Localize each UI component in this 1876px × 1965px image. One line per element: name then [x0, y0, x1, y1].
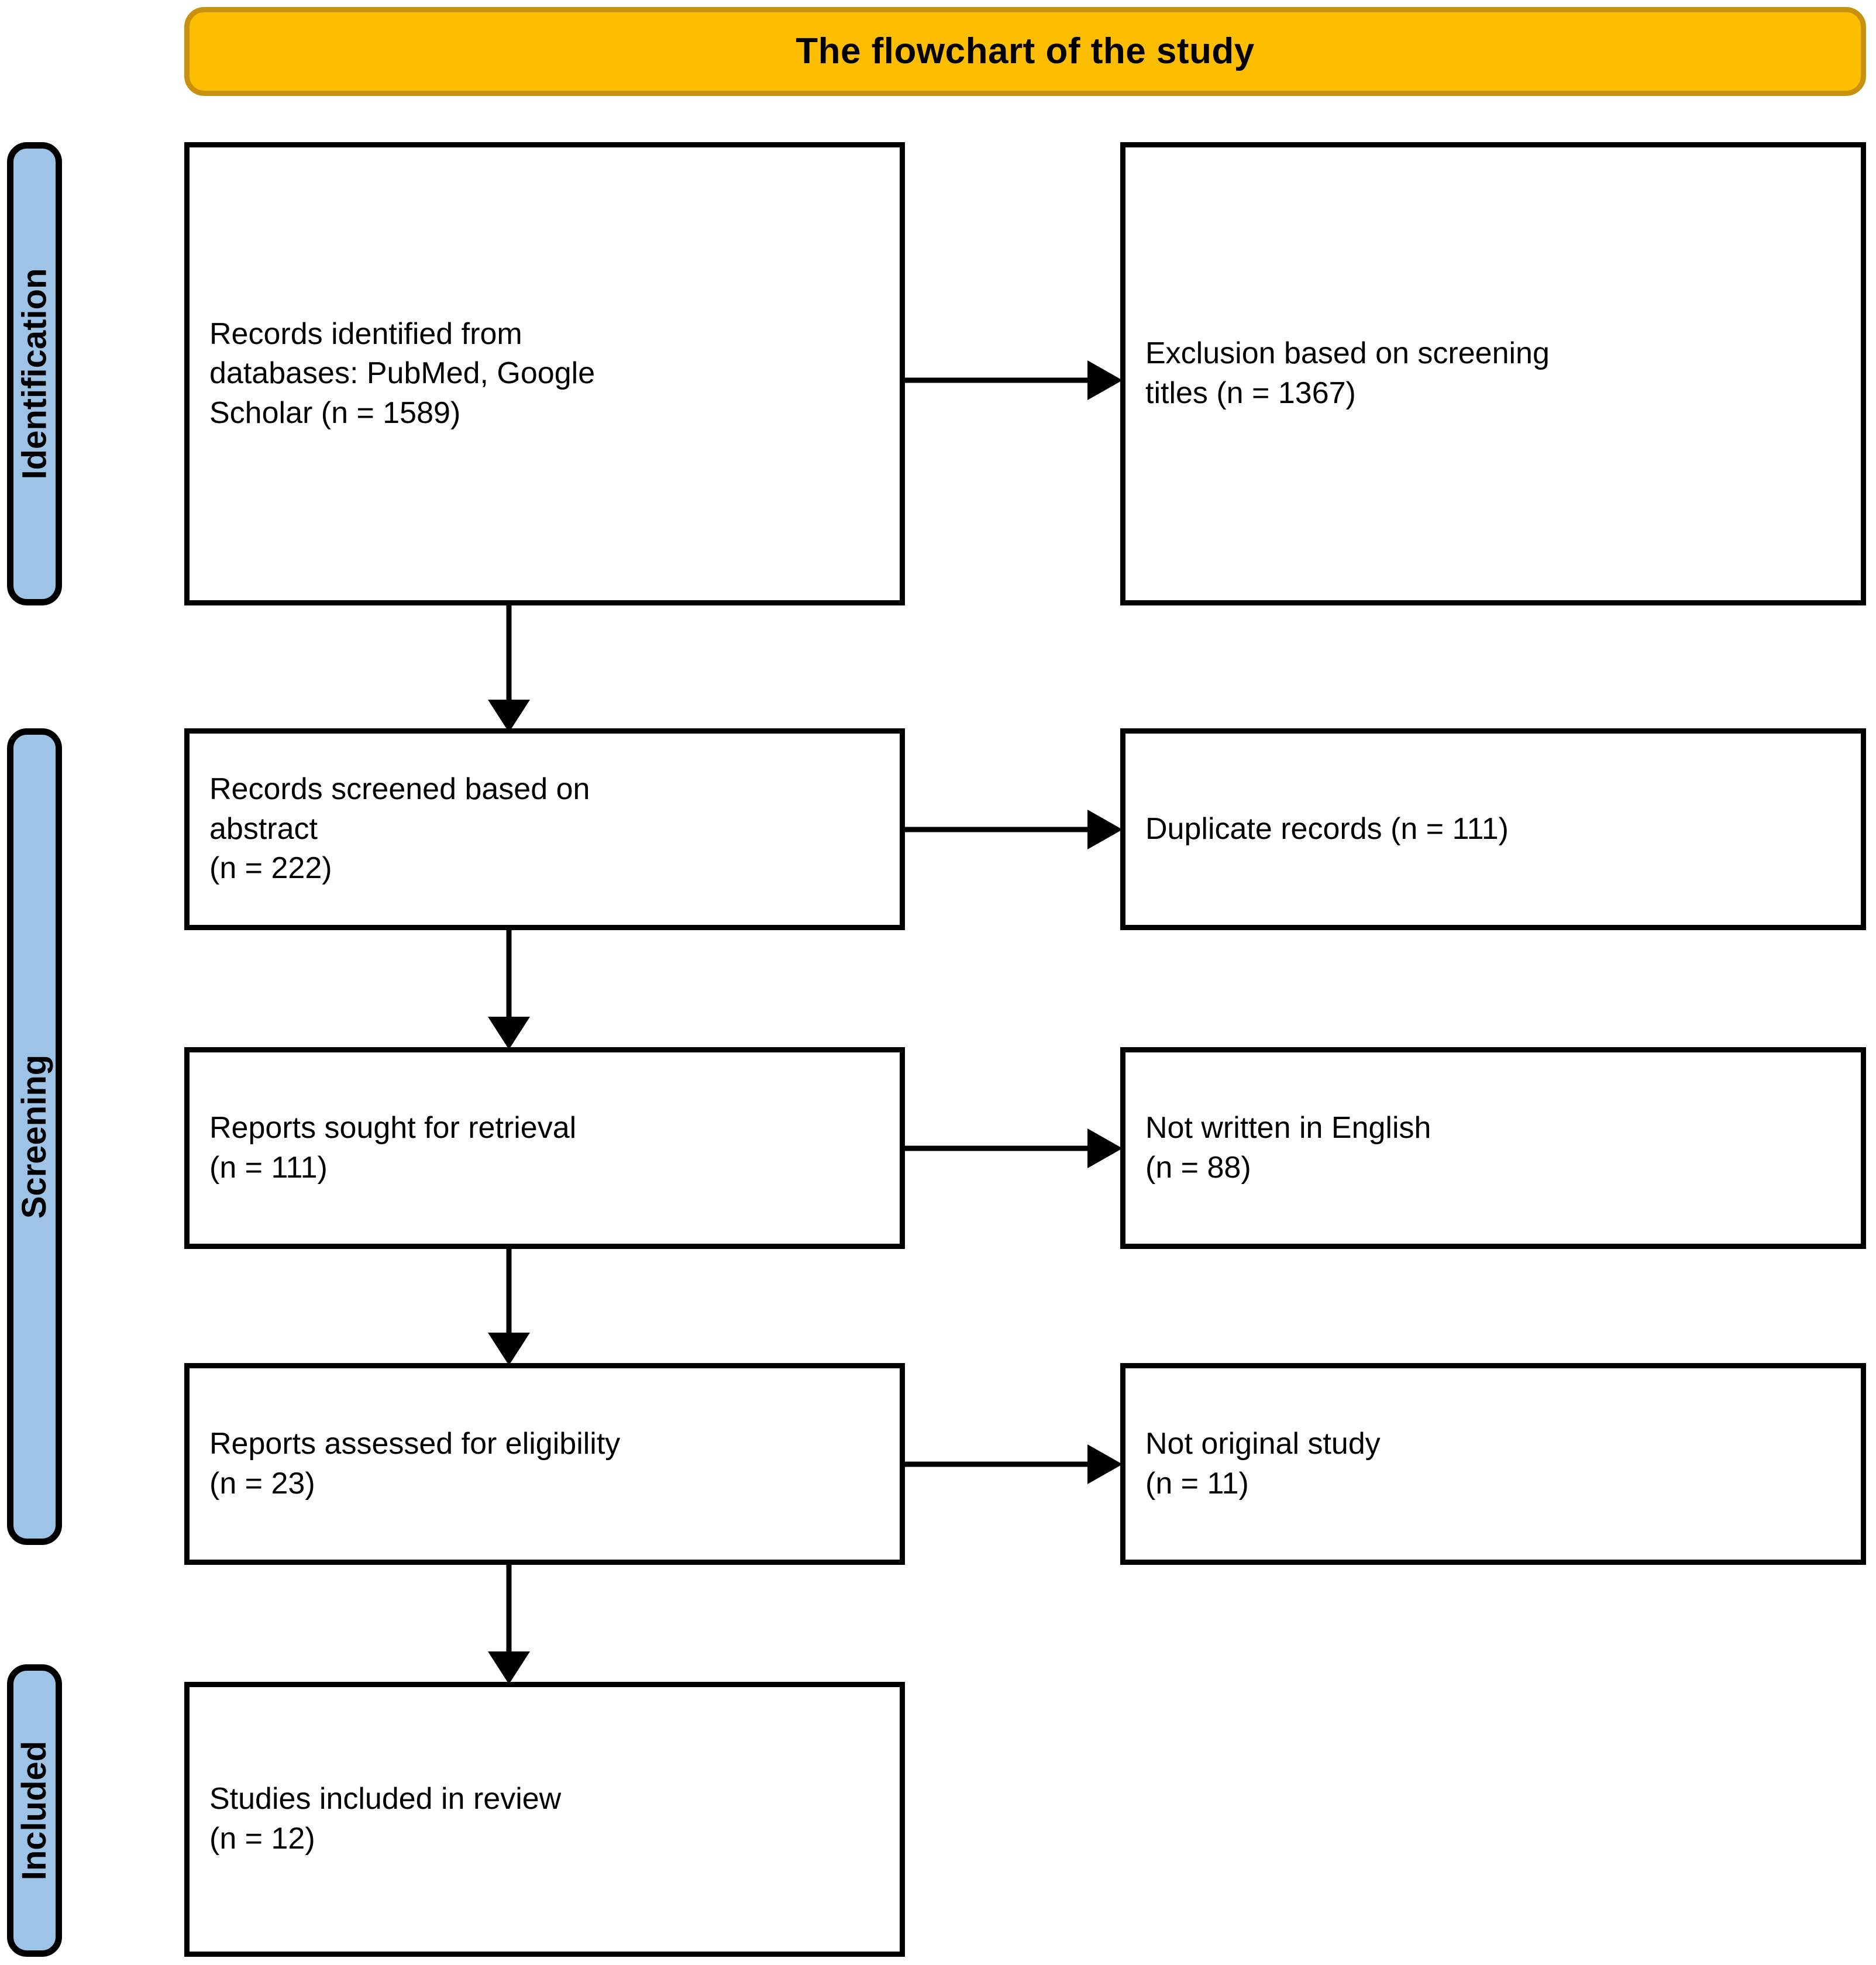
flow-box-records-identified: Records identified from databases: PubMe… [184, 142, 905, 605]
arrow-identified-to-screened [488, 603, 530, 732]
stage-label-identification-text: Identification [15, 268, 54, 480]
flow-box-records-screened-text: Records screened based on abstract (n = … [209, 772, 590, 886]
flow-box-reports-assessed-text: Reports assessed for eligibility (n = 23… [209, 1426, 621, 1501]
flow-box-reports-sought: Reports sought for retrieval (n = 111) [184, 1047, 905, 1249]
flow-box-studies-included: Studies included in review (n = 12) [184, 1682, 905, 1957]
arrow-screened-to-duplicate-records [903, 810, 1123, 849]
flow-box-not-english-text: Not written in English (n = 88) [1145, 1110, 1431, 1185]
flow-box-exclusion-titles: Exclusion based on screening titles (n =… [1120, 142, 1866, 605]
stage-label-screening-text: Screening [15, 1054, 53, 1219]
flow-box-studies-included-text: Studies included in review (n = 12) [209, 1782, 562, 1856]
flow-box-reports-assessed: Reports assessed for eligibility (n = 23… [184, 1363, 905, 1565]
stage-label-included-text: Included [15, 1740, 53, 1881]
stage-label-included: Included [7, 1664, 62, 1957]
flow-box-exclusion-titles-text: Exclusion based on screening titles (n =… [1145, 336, 1550, 410]
header-banner: The flowchart of the study [184, 7, 1866, 96]
flow-box-duplicate-records: Duplicate records (n = 111) [1120, 728, 1866, 930]
stage-label-screening: Screening [7, 728, 62, 1545]
flow-box-records-screened: Records screened based on abstract (n = … [184, 728, 905, 930]
arrow-assessed-to-included [488, 1562, 530, 1684]
flow-box-records-identified-text: Records identified from databases: PubMe… [209, 316, 595, 430]
flow-box-not-original-study-text: Not original study (n = 11) [1145, 1426, 1381, 1501]
arrow-sought-to-not-english [903, 1128, 1123, 1168]
flow-box-not-english: Not written in English (n = 88) [1120, 1047, 1866, 1249]
flow-box-duplicate-records-text: Duplicate records (n = 111) [1145, 811, 1509, 846]
arrow-screened-to-sought [488, 927, 530, 1049]
arrow-identified-to-exclusion-titles [903, 360, 1123, 400]
flow-box-not-original-study: Not original study (n = 11) [1120, 1363, 1866, 1565]
arrow-sought-to-assessed [488, 1246, 530, 1365]
flow-box-reports-sought-text: Reports sought for retrieval (n = 111) [209, 1110, 577, 1185]
page-title: The flowchart of the study [796, 30, 1255, 71]
stage-label-identification: Identification [7, 142, 62, 605]
arrow-assessed-to-not-original [903, 1444, 1123, 1484]
